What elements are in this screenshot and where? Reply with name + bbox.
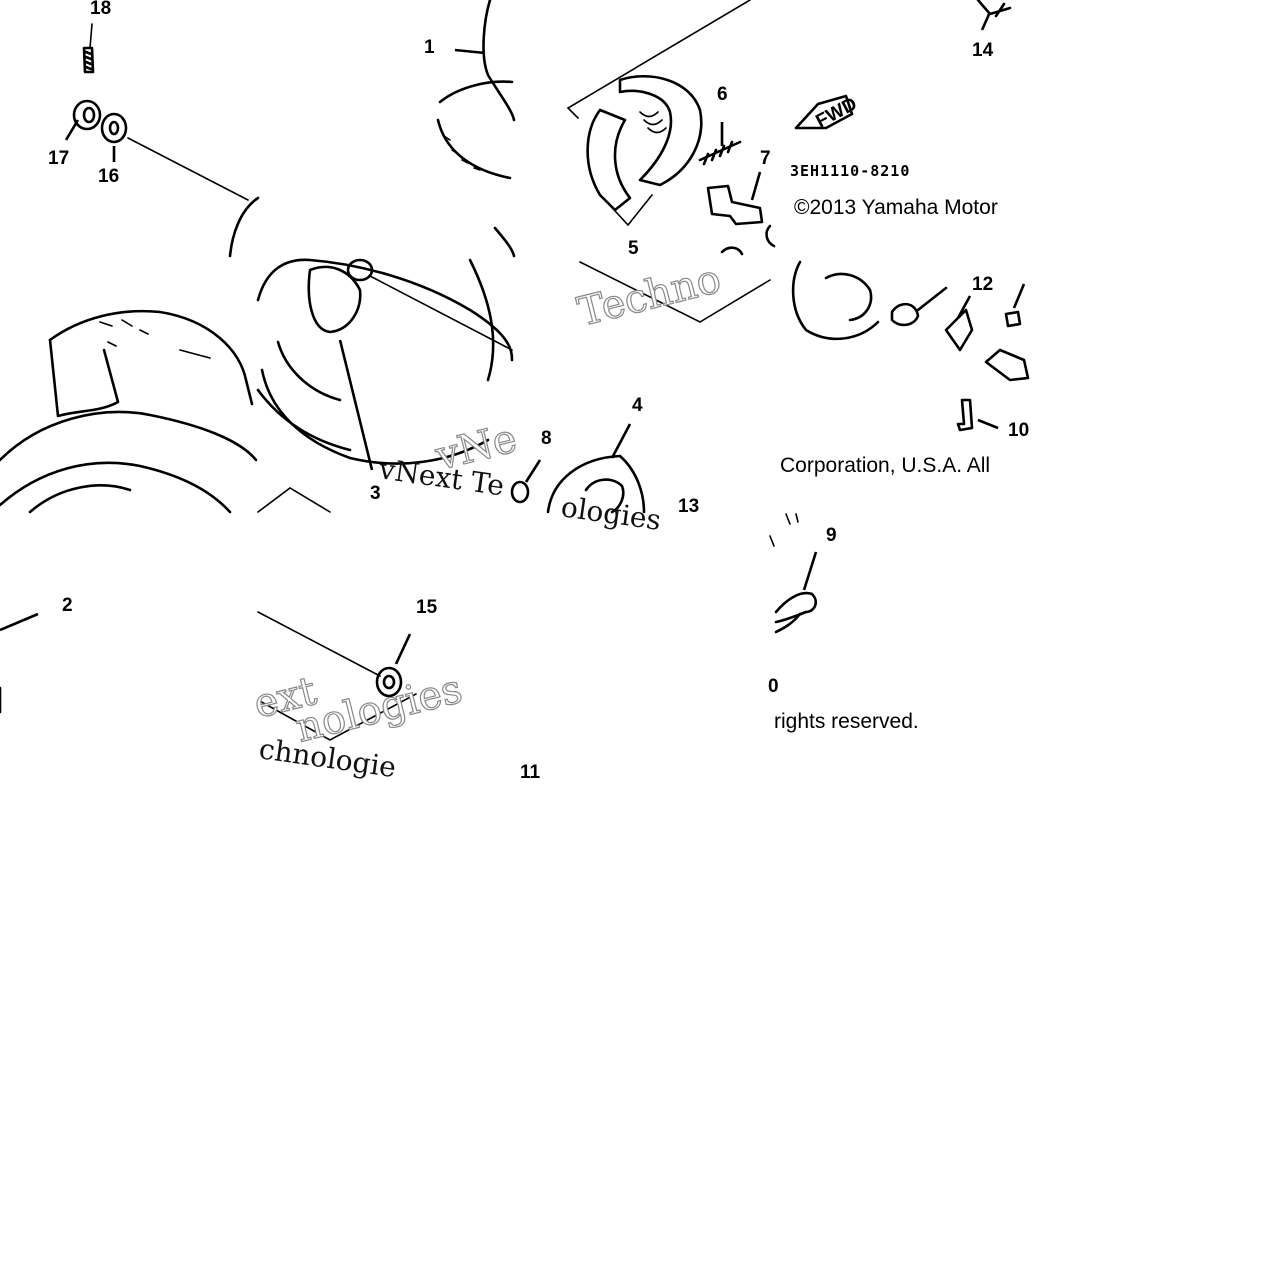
callout-15: 15 — [416, 597, 438, 618]
leader-9 — [802, 551, 818, 591]
watermark-fragment-4: ologies — [559, 490, 663, 537]
tile-row2-right: Corporation, U.S.A. All — [780, 260, 1030, 477]
outline-line-c — [579, 261, 771, 323]
tire-2-inner — [0, 461, 232, 514]
watermark: Techno vNe vNext Te ologies ext chnologi… — [249, 255, 726, 784]
leader-17 — [64, 119, 80, 141]
callout-12: 12 — [972, 274, 993, 295]
leader-4 — [610, 423, 632, 459]
wheel-hub-outer — [256, 258, 514, 362]
callout-8: 8 — [541, 428, 552, 449]
tire-1-lower — [493, 226, 516, 258]
callout-2: 2 — [62, 595, 73, 616]
tile-row2-left — [0, 309, 258, 514]
leader-1 — [454, 48, 486, 55]
brake-arm — [984, 348, 1030, 382]
callout-0: 0 — [768, 676, 779, 697]
nut-17-hole — [82, 106, 96, 124]
wheel-rim — [260, 368, 490, 465]
small-part-dot — [720, 246, 744, 256]
tile-row2-right-mid — [510, 261, 771, 514]
tile-top-mid — [436, 0, 516, 258]
tile-top-right: 3EH1110-8210 ©2013 Yamaha Motor — [790, 0, 1012, 219]
washer-16 — [100, 112, 128, 144]
callout-9: 9 — [826, 525, 837, 546]
callout-17: 17 — [48, 148, 69, 169]
tile-top-right-mid — [566, 0, 776, 256]
camshaft-lever-12 — [890, 286, 948, 327]
wheel-edge-arc — [228, 196, 260, 258]
leader-18 — [89, 23, 93, 49]
brake-drum — [791, 260, 880, 341]
part-14-fragment — [976, 0, 1012, 18]
copyright-line-1: ©2013 Yamaha Motor — [794, 196, 998, 219]
callout-18: 18 — [90, 0, 111, 19]
leader-14 — [980, 11, 992, 31]
callout-6: 6 — [717, 84, 728, 105]
part-code: 3EH1110-8210 — [790, 162, 910, 180]
brake-shoe-5-inner — [586, 108, 632, 212]
callout-7: 7 — [760, 148, 771, 169]
callout-4: 4 — [632, 395, 643, 416]
callout-11: 11 — [520, 762, 541, 783]
axis-line — [127, 137, 249, 201]
callout-13: 13 — [678, 496, 699, 517]
watermark-fragment-7: nologies — [291, 666, 466, 752]
leader-7 — [750, 171, 762, 201]
tile-top-left — [64, 23, 260, 258]
leader-nut — [1012, 283, 1026, 309]
callout-10: 10 — [1008, 420, 1029, 441]
outline-line-d — [257, 693, 417, 741]
copyright-line-2: Corporation, U.S.A. All — [780, 454, 990, 477]
leader-3 — [338, 339, 374, 471]
fwd-arrow — [794, 94, 854, 130]
washer-8 — [510, 480, 530, 504]
tile-row3-left — [0, 612, 39, 714]
leader-15 — [394, 633, 412, 665]
hub-hole — [346, 258, 374, 282]
copyright-line-3: rights reserved. — [774, 710, 919, 733]
tire-1-bead — [438, 80, 514, 104]
leader-2 — [0, 612, 39, 632]
hub-center — [307, 265, 362, 334]
leader-12 — [956, 295, 972, 319]
leader-10 — [977, 418, 999, 430]
callout-14: 14 — [972, 40, 994, 61]
callout-16: 16 — [98, 166, 119, 187]
stud-bolt-18 — [82, 46, 95, 74]
leader-8 — [524, 459, 542, 483]
brake-shoe-5 — [618, 74, 703, 187]
spring-6 — [698, 140, 742, 166]
tile-row3-right: rights reserved. — [769, 513, 919, 733]
bolt-10 — [956, 398, 974, 432]
tire-2-cutaway — [48, 309, 254, 406]
callout-5: 5 — [628, 238, 639, 259]
outline-line-a — [566, 0, 751, 119]
part-9 — [774, 591, 818, 624]
callout-3: 3 — [370, 483, 381, 504]
watermark-fragment-1: Techno — [573, 256, 725, 336]
outline-line-b — [257, 487, 331, 513]
tile-row3-mid — [257, 611, 417, 741]
backing-plate-4 — [546, 454, 646, 514]
cam-shaft-7 — [706, 184, 764, 226]
nut-part — [1004, 310, 1022, 328]
washer-16-hole — [108, 120, 120, 136]
tire-1-outline — [482, 0, 516, 122]
washer-15 — [375, 666, 403, 698]
axis-line-3 — [257, 611, 381, 677]
callouts: 18 1 14 6 7 17 16 5 12 4 8 3 13 10 9 2 1… — [48, 0, 1029, 783]
tire-2-outline — [0, 410, 258, 462]
tile-row2-mid — [256, 258, 514, 513]
tire-1-tread — [436, 118, 512, 180]
callout-1: 1 — [424, 37, 435, 58]
nut-17 — [72, 99, 102, 131]
leader-5 — [604, 194, 653, 227]
axis-line-2 — [369, 275, 513, 351]
